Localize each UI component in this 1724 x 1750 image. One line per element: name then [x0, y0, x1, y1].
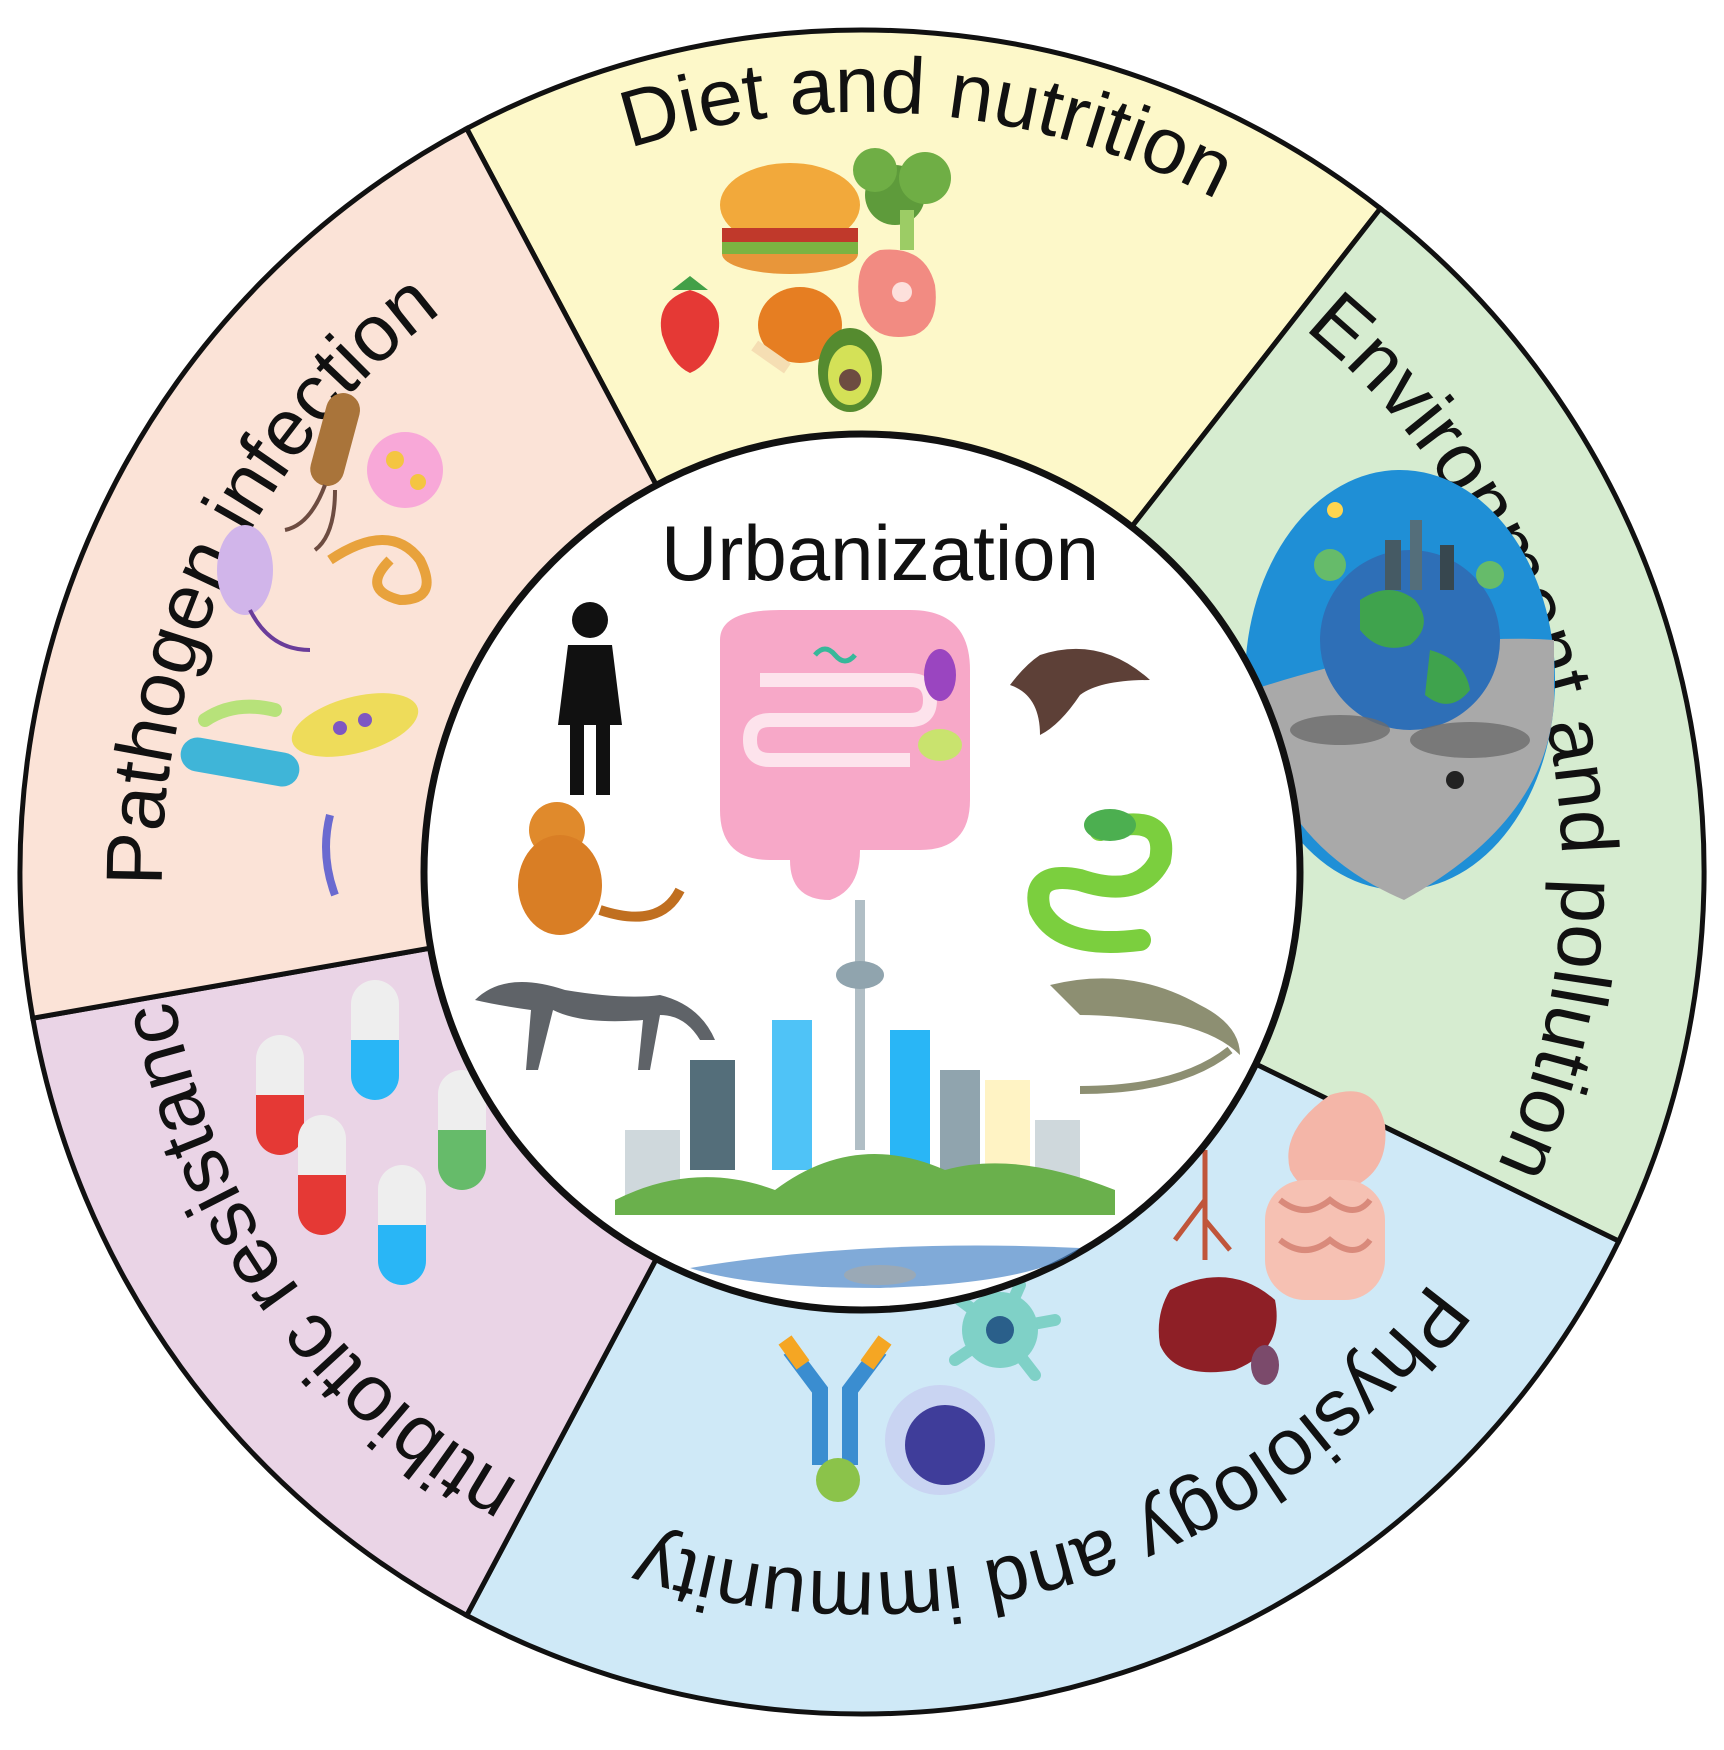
polluted-earth-icon: [1245, 470, 1555, 900]
city-skyline-icon: [615, 900, 1115, 1215]
capsules-icon: [256, 980, 486, 1285]
lizard-icon: [1050, 978, 1240, 1094]
bird-icon: [1010, 648, 1150, 735]
organs-immune-cells-icon: [778, 1091, 1386, 1502]
food-icon: [660, 148, 951, 412]
monkey-icon: [518, 802, 685, 935]
fish-icon: [690, 1245, 1080, 1288]
human-icon: [558, 602, 622, 795]
panther-icon: [475, 982, 715, 1070]
gut-microbiome-icon: [720, 610, 970, 900]
center-title: Urbanization: [661, 509, 1099, 597]
snake-icon: [1027, 809, 1173, 953]
microbes-icon: [180, 393, 443, 897]
